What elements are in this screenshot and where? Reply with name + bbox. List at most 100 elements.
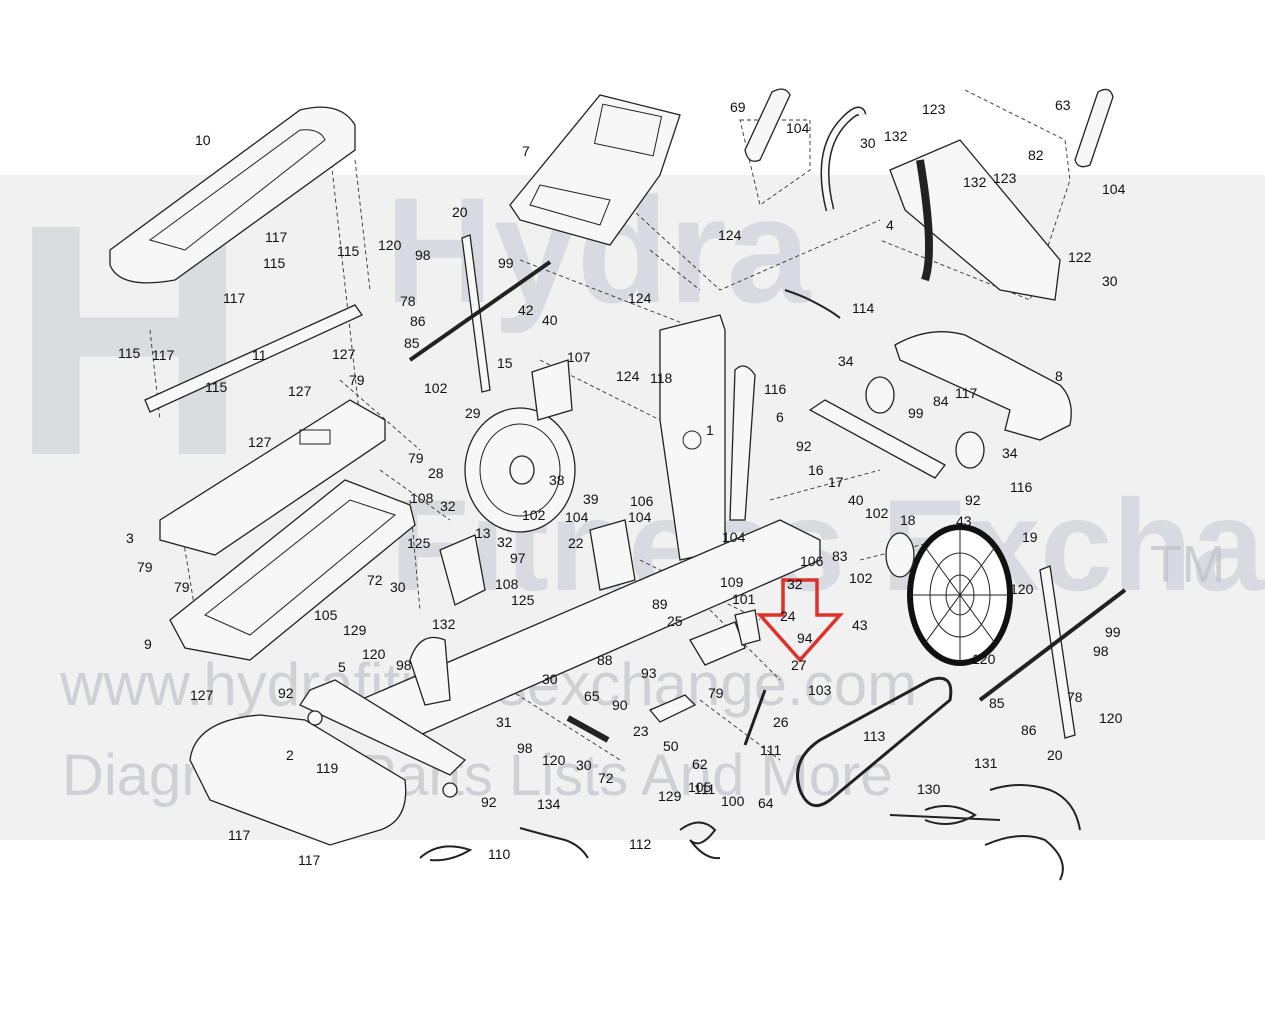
part-label: 115 [205,379,228,395]
base-frame [299,519,821,776]
part-label: 127 [248,434,272,450]
part-label: 132 [884,128,908,144]
part-label: 30 [860,135,876,151]
part-label: 117 [298,852,321,868]
part-10-cover [109,106,356,284]
part-label: 92 [796,438,812,454]
part-label: 43 [956,513,972,529]
part-label: 39 [583,491,599,507]
part-label: 105 [314,607,338,623]
part-label: 131 [974,755,998,771]
part-label: 8 [1055,368,1063,384]
part-2-base-cover [189,714,407,846]
small-assemblies [439,359,767,746]
part-4-handlebar [820,106,1061,301]
part-label: 106 [630,493,654,509]
part-label: 103 [808,682,832,698]
part-label: 30 [576,757,592,773]
part-label: 102 [865,505,889,521]
part-label: 120 [542,752,566,768]
part-label: 104 [628,509,652,525]
part-113-belt [796,676,953,808]
part-label: 69 [730,99,746,115]
part-label: 132 [963,174,987,190]
part-5-foot [307,710,458,798]
part-1-upright [659,314,756,561]
part-3-shroud [159,399,386,556]
part-label: 19 [1022,529,1038,545]
part-label: 113 [863,728,886,744]
part-label: 102 [849,570,873,586]
part-label: 115 [263,255,286,271]
part-label: 42 [518,302,534,318]
part-label: 63 [1055,97,1071,113]
part-label: 124 [628,290,652,306]
part-label: 93 [641,665,657,681]
part-label: 98 [1093,643,1109,659]
part-label: 29 [465,405,481,421]
part-11-bracket [144,304,363,413]
part-label: 129 [343,622,367,638]
part-8-shroud [894,331,1072,441]
part-label: 110 [488,846,511,862]
part-label: 72 [367,572,383,588]
part-label: 118 [650,370,673,386]
part-label: 62 [692,756,708,772]
part-label: 1 [706,422,714,438]
part-19-fan-wheel [907,524,1013,666]
part-label: 40 [848,492,864,508]
part-label: 127 [190,687,214,703]
part-label: 114 [852,300,875,316]
part-label: 124 [616,368,640,384]
part-label: 92 [481,794,497,810]
part-label: 108 [495,576,519,592]
part-label: 30 [542,671,558,687]
part-label: 106 [800,553,824,569]
part-label: 104 [565,509,589,525]
part-label: 18 [900,512,916,528]
part-label: 92 [965,492,981,508]
part-label: 79 [408,450,424,466]
part-label: 13 [475,525,491,541]
part-label: 117 [223,290,246,306]
part-label: 43 [852,617,868,633]
part-label: 111 [760,742,781,758]
part-label: 30 [1102,273,1118,289]
part-label: 123 [922,101,946,117]
part-label: 65 [584,688,600,704]
part-label: 94 [797,630,813,646]
part-label: 2 [286,747,294,763]
part-label: 104 [1102,181,1126,197]
part-label: 111 [694,781,715,797]
part-label: 99 [908,405,924,421]
part-7-console [509,94,681,246]
part-label: 86 [1021,722,1037,738]
part-label: 50 [663,738,679,754]
part-label: 125 [407,535,431,551]
part-label: 17 [828,474,844,490]
part-label: 117 [228,827,251,843]
part-label: 4 [886,217,894,233]
part-20-stand-right [978,565,1127,739]
part-label: 120 [972,651,996,667]
part-label: 102 [522,507,546,523]
part-label: 115 [118,345,141,361]
part-label: 20 [1047,747,1063,763]
part-label: 104 [722,529,746,545]
watermark-trademark: TM [1150,536,1226,594]
part-label: 92 [278,685,294,701]
part-label: 105 [688,779,712,795]
part-label: 32 [497,534,513,550]
part-label: 125 [511,592,535,608]
part-label: 104 [786,120,810,136]
part-label: 117 [955,385,978,401]
part-69-grip [744,88,791,162]
part-label: 108 [410,490,434,506]
part-label: 134 [537,796,561,812]
part-9-tray [169,479,416,661]
part-18-hub [885,532,915,578]
part-label: 98 [415,247,431,263]
part-label: 100 [721,793,745,809]
